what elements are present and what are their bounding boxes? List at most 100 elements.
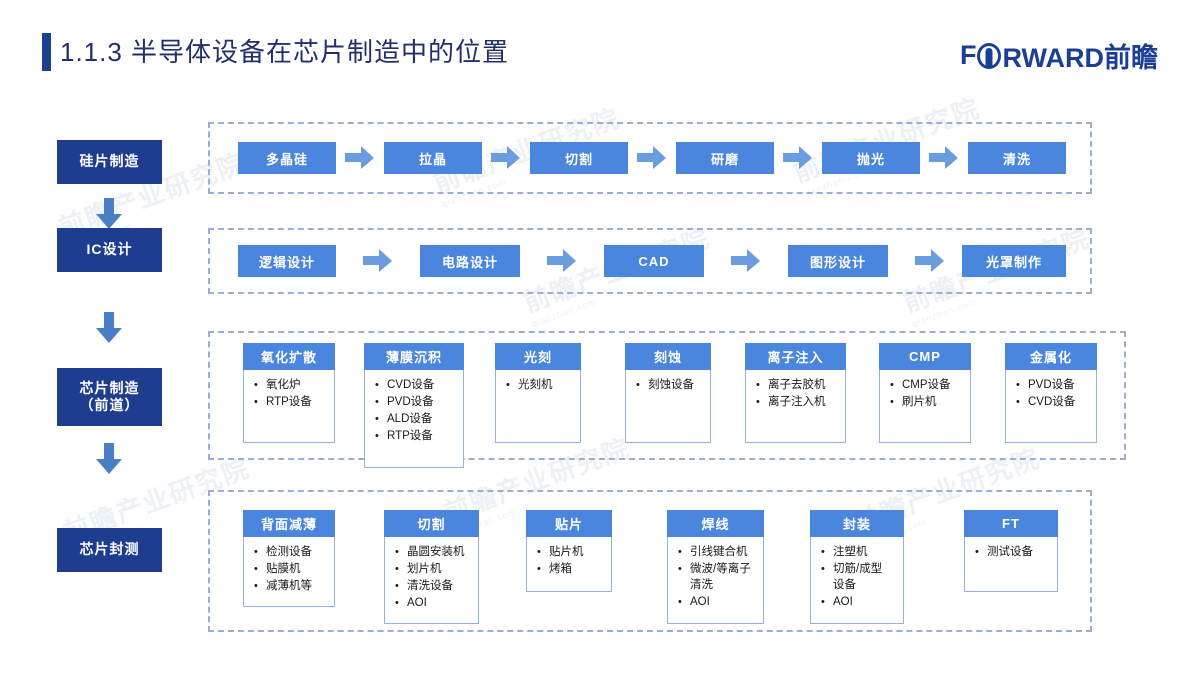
process-label: 多晶硅 — [265, 151, 308, 167]
equipment-item: 晶圆安装机 — [393, 544, 472, 560]
process-box-cad[interactable]: CAD — [604, 245, 704, 277]
equipment-card-metallization[interactable]: 金属化 PVD设备 CVD设备 — [1005, 343, 1097, 443]
process-box-yanmo[interactable]: 研磨 — [676, 142, 774, 174]
equipment-list: 引线键合机 微波/等离子 清洗 AOI — [676, 544, 757, 610]
equipment-item: 刷片机 — [888, 394, 964, 410]
equipment-card-cmp[interactable]: CMP CMP设备 刷片机 — [879, 343, 971, 443]
card-title: 离子注入 — [745, 343, 846, 370]
equipment-list: 晶圆安装机 划片机 清洗设备 AOI — [393, 544, 472, 611]
down-arrow-icon — [96, 443, 122, 474]
process-label: 电路设计 — [441, 254, 498, 270]
right-arrow-icon — [731, 249, 760, 272]
card-body: CMP设备 刷片机 — [879, 370, 971, 443]
card-title: 焊线 — [667, 510, 764, 537]
equipment-list: 测试设备 — [973, 544, 1051, 560]
equipment-item: 测试设备 — [973, 544, 1051, 560]
equipment-card-thin-film-deposition[interactable]: 薄膜沉积 CVD设备 PVD设备 ALD设备 RTP设备 — [364, 343, 464, 468]
stage-box-silicon-wafer-manufacturing: 硅片制造 — [57, 140, 162, 184]
card-title: 刻蚀 — [625, 343, 711, 370]
stage-box-chip-fabrication-front-end: 芯片制造 （前道） — [57, 368, 162, 426]
card-body: PVD设备 CVD设备 — [1005, 370, 1097, 443]
process-box-lajing[interactable]: 拉晶 — [384, 142, 482, 174]
equipment-item: AOI — [819, 594, 897, 610]
equipment-item: 离子去胶机 — [754, 377, 839, 393]
process-box-graphic-design[interactable]: 图形设计 — [788, 245, 888, 277]
equipment-item: CVD设备 — [1014, 394, 1090, 410]
card-title: 贴片 — [526, 510, 612, 537]
equipment-item: PVD设备 — [1014, 377, 1090, 393]
equipment-list: 注塑机 切筋/成型 设备 AOI — [819, 544, 897, 610]
card-title: 封装 — [810, 510, 904, 537]
card-title: 氧化扩散 — [243, 343, 335, 370]
card-body: 贴片机 烤箱 — [526, 537, 612, 592]
equipment-item: RTP设备 — [252, 394, 328, 410]
stage-box-chip-packaging-testing: 芯片封测 — [57, 528, 162, 572]
process-label: 逻辑设计 — [258, 254, 315, 270]
card-title: 背面减薄 — [243, 510, 335, 537]
right-arrow-icon — [491, 146, 520, 169]
equipment-card-photolithography[interactable]: 光刻 光刻机 — [495, 343, 581, 443]
stage-label: IC设计 — [86, 241, 133, 258]
process-label: 拉晶 — [418, 151, 447, 167]
equipment-list: 贴片机 烤箱 — [535, 544, 605, 577]
card-title: 光刻 — [495, 343, 581, 370]
equipment-list: PVD设备 CVD设备 — [1014, 377, 1090, 410]
stage-label: 芯片制造 （前道） — [79, 379, 140, 414]
process-box-photomask[interactable]: 光罩制作 — [962, 245, 1066, 277]
equipment-card-ion-implantation[interactable]: 离子注入 离子去胶机 离子注入机 — [745, 343, 846, 443]
equipment-card-oxidation-diffusion[interactable]: 氧化扩散 氧化炉 RTP设备 — [243, 343, 335, 443]
equipment-list: CMP设备 刷片机 — [888, 377, 964, 410]
card-title: 金属化 — [1005, 343, 1097, 370]
process-label: 切割 — [564, 151, 593, 167]
equipment-card-ft[interactable]: FT 测试设备 — [964, 510, 1058, 592]
equipment-card-wire-bonding[interactable]: 焊线 引线键合机 微波/等离子 清洗 AOI — [667, 510, 764, 624]
equipment-card-dicing[interactable]: 切割 晶圆安装机 划片机 清洗设备 AOI — [384, 510, 479, 624]
equipment-card-die-attach[interactable]: 贴片 贴片机 烤箱 — [526, 510, 612, 592]
process-label: 抛光 — [856, 151, 885, 167]
process-box-logic-design[interactable]: 逻辑设计 — [238, 245, 336, 277]
card-title: FT — [964, 510, 1058, 537]
equipment-item: AOI — [393, 595, 472, 611]
logo-text-after: RWARD前瞻 — [1002, 43, 1158, 73]
band-silicon-wafer-manufacturing — [208, 122, 1092, 194]
card-body: 氧化炉 RTP设备 — [243, 370, 335, 443]
equipment-item: CMP设备 — [888, 377, 964, 393]
equipment-item: 贴片机 — [535, 544, 605, 560]
page-title: 1.1.3 半导体设备在芯片制造中的位置 — [60, 37, 510, 67]
card-body: 刻蚀设备 — [625, 370, 711, 443]
right-arrow-icon — [783, 146, 812, 169]
equipment-card-encapsulation[interactable]: 封装 注塑机 切筋/成型 设备 AOI — [810, 510, 904, 624]
card-body: 引线键合机 微波/等离子 清洗 AOI — [667, 537, 764, 624]
equipment-item: 烤箱 — [535, 561, 605, 577]
right-arrow-icon — [345, 146, 374, 169]
process-box-qingxi[interactable]: 清洗 — [968, 142, 1066, 174]
right-arrow-icon — [915, 249, 944, 272]
equipment-item: 引线键合机 — [676, 544, 757, 560]
process-box-duojinggui[interactable]: 多晶硅 — [238, 142, 336, 174]
stage-label: 芯片封测 — [79, 541, 140, 558]
process-box-circuit-design[interactable]: 电路设计 — [420, 245, 520, 277]
equipment-item: RTP设备 — [373, 428, 457, 444]
card-title: CMP — [879, 343, 971, 370]
equipment-item: 离子注入机 — [754, 394, 839, 410]
process-label: 清洗 — [1002, 151, 1031, 167]
equipment-card-backside-thinning[interactable]: 背面减薄 检测设备 贴膜机 减薄机等 — [243, 510, 335, 607]
logo-text-before: F — [959, 40, 977, 70]
equipment-list: CVD设备 PVD设备 ALD设备 RTP设备 — [373, 377, 457, 444]
band-chip-fabrication-front-end — [208, 331, 1126, 460]
down-arrow-icon — [96, 312, 122, 343]
process-box-qiege[interactable]: 切割 — [530, 142, 628, 174]
band-chip-packaging-testing — [208, 490, 1092, 632]
process-box-paoguang[interactable]: 抛光 — [822, 142, 920, 174]
right-arrow-icon — [363, 249, 392, 272]
equipment-item: 检测设备 — [252, 544, 328, 560]
logo-o-mark-icon — [977, 42, 1002, 69]
process-label: CAD — [638, 253, 670, 269]
equipment-item: 切筋/成型 设备 — [819, 561, 897, 593]
card-title: 薄膜沉积 — [364, 343, 464, 370]
equipment-card-etching[interactable]: 刻蚀 刻蚀设备 — [625, 343, 711, 443]
process-label: 光罩制作 — [985, 254, 1042, 270]
card-body: CVD设备 PVD设备 ALD设备 RTP设备 — [364, 370, 464, 468]
card-body: 光刻机 — [495, 370, 581, 443]
